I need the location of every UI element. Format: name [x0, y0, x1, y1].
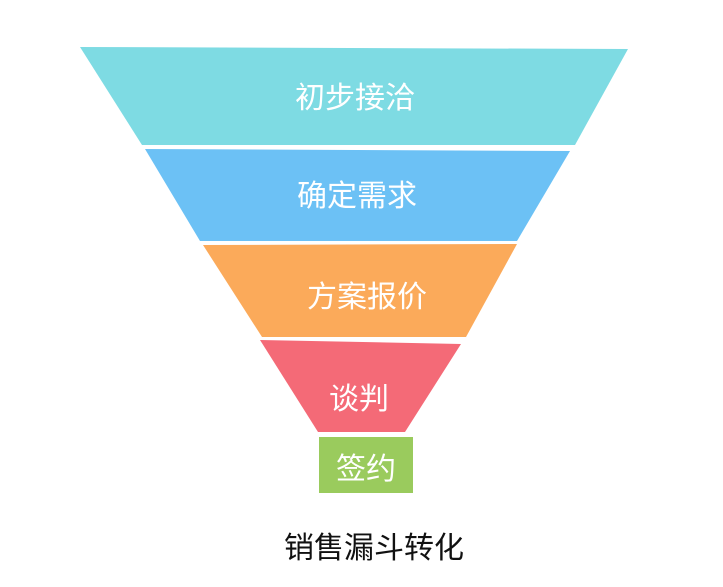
funnel-stage-1-label: 初步接洽: [295, 81, 415, 116]
funnel-stage-2-shape: [145, 149, 570, 241]
diagram-caption: 销售漏斗转化: [284, 531, 464, 566]
funnel-stage-5-shape: [319, 437, 413, 493]
funnel-stage-3-label: 方案报价: [307, 280, 427, 315]
funnel-stage-3-shape: [203, 244, 517, 337]
funnel-stage-1-shape: [80, 47, 628, 145]
funnel-stage-4-shape: [260, 340, 461, 432]
funnel-stage-2-label: 确定需求: [297, 179, 417, 214]
funnel-stage-4-label: 谈判: [329, 382, 389, 417]
funnel-stage-5-label: 签约: [336, 452, 396, 487]
